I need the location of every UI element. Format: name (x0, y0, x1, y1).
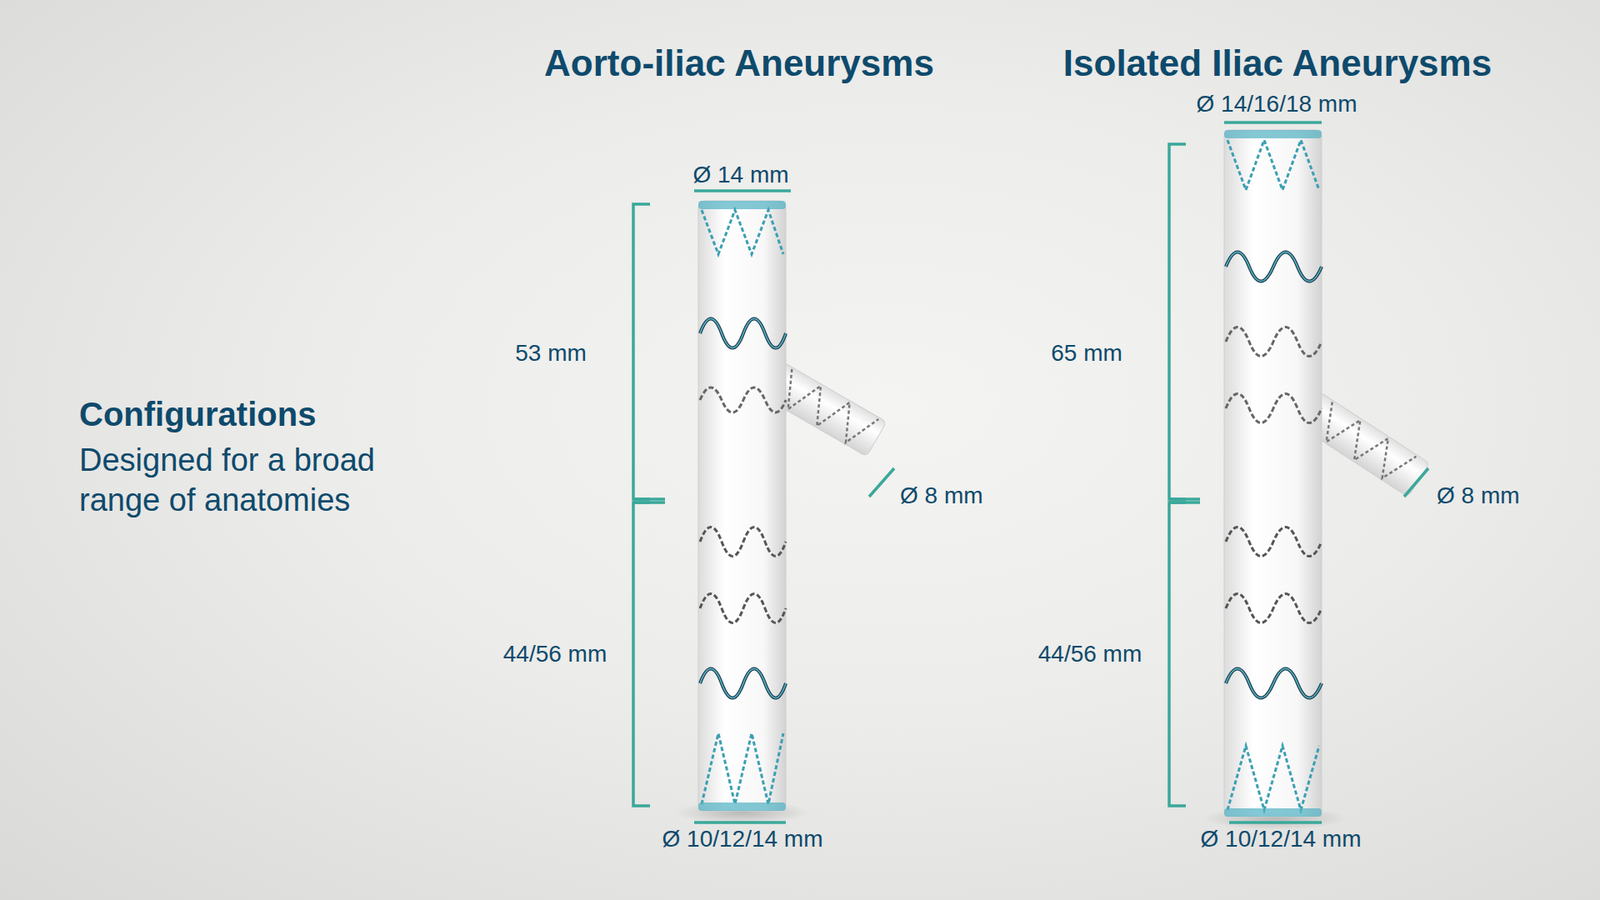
diameter-dimension: Ø 14/16/18 mm (1196, 90, 1358, 118)
length-dimension: 44/56 mm (1038, 640, 1143, 668)
isolated-iliac-graft (1204, 130, 1430, 830)
diameter-dimension: Ø 10/12/14 mm (662, 825, 824, 853)
length-dimension: 44/56 mm (503, 640, 608, 668)
diameter-dimension: Ø 14 mm (692, 161, 789, 189)
column-heading: Aorto-iliac Aneurysms (544, 42, 935, 85)
dimension-lines (633, 122, 1429, 823)
length-dimension: 65 mm (1050, 340, 1123, 367)
diameter-dimension: Ø 10/12/14 mm (1200, 825, 1362, 853)
diameter-dimension: Ø 8 mm (1436, 482, 1520, 510)
diameter-dimension: Ø 8 mm (900, 482, 984, 510)
aorto-iliac-graft (675, 200, 887, 825)
length-dimension: 53 mm (515, 340, 587, 367)
column-heading: Isolated Iliac Aneurysms (1063, 42, 1492, 85)
section-title: Configurations (79, 395, 316, 434)
section-subtitle: Designed for a broad range of anatomies (79, 440, 446, 520)
